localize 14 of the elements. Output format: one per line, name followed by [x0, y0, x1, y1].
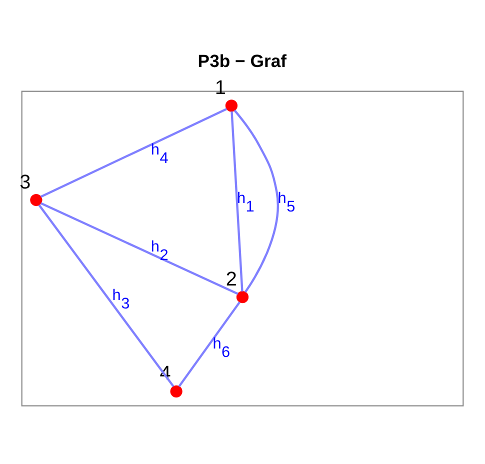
- connector: [234, 110, 279, 293]
- node-label: 1: [214, 76, 226, 99]
- node-circle: [236, 291, 249, 304]
- diagram-title: P3b − Graf: [198, 50, 287, 71]
- node-circle: [225, 100, 238, 112]
- node-circle: [170, 385, 182, 398]
- connector: [38, 204, 174, 388]
- connector: [178, 302, 241, 388]
- connector: [40, 108, 228, 198]
- node-label: 3: [20, 171, 31, 194]
- connector: [230, 111, 244, 292]
- node-label: 2: [226, 268, 237, 290]
- node-circle: [30, 194, 42, 206]
- connector: [40, 202, 238, 295]
